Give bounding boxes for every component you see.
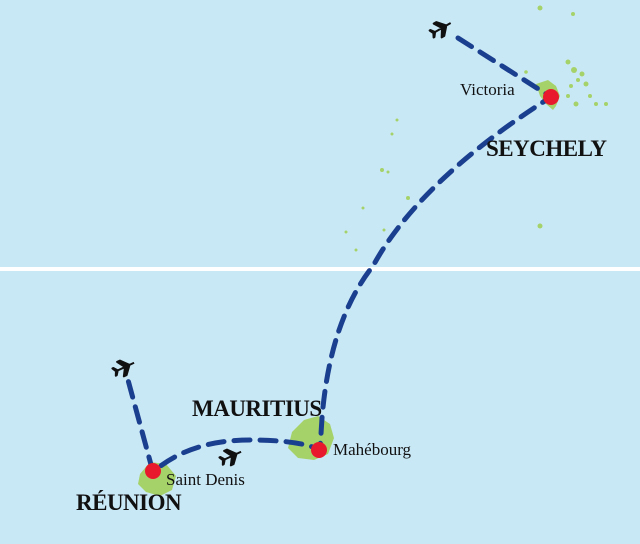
airplane-icon (111, 359, 135, 378)
mahebourg-marker (311, 442, 327, 458)
saint-denis-marker (145, 463, 161, 479)
country-label-reunion: RÉUNION (76, 490, 182, 515)
airplane-icon (218, 448, 242, 467)
city-label-mahebourg: Mahébourg (333, 440, 412, 459)
country-label-mauritius: MAURITIUS (192, 396, 322, 421)
victoria-marker (543, 89, 559, 105)
city-label-victoria: Victoria (460, 80, 515, 99)
map-divider (0, 267, 640, 271)
city-label-saint-denis: Saint Denis (166, 470, 245, 489)
flight-route (125, 35, 554, 475)
airplane-icon (428, 21, 452, 39)
country-label-seychely: SEYCHELY (486, 136, 607, 161)
